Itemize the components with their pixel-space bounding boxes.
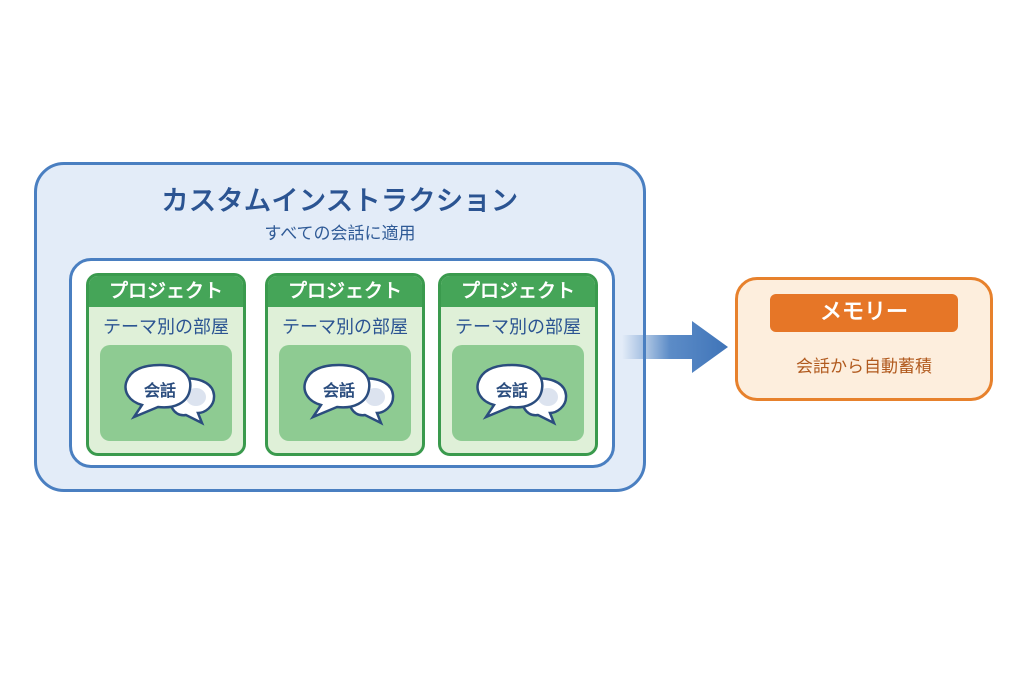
project-room: 会話 (279, 345, 411, 441)
arrow-right-icon (622, 319, 730, 375)
project-header: プロジェクト (268, 276, 422, 307)
memory-box: メモリー 会話から自動蓄積 (735, 277, 993, 401)
project-header: プロジェクト (441, 276, 595, 307)
project-subtitle: テーマ別の部屋 (455, 317, 581, 338)
chat-label: 会話 (322, 381, 355, 400)
custom-instruction-box: カスタムインストラクション すべての会話に適用 プロジェクト テーマ別の部屋 会… (34, 162, 646, 492)
chat-bubbles-icon: 会話 (120, 357, 220, 437)
chat-bubbles-icon: 会話 (472, 357, 572, 437)
chat-label: 会話 (495, 381, 528, 400)
chat-label: 会話 (143, 381, 176, 400)
memory-subtitle: 会話から自動蓄積 (796, 357, 932, 377)
project-card: プロジェクト テーマ別の部屋 会話 (265, 273, 425, 456)
project-card: プロジェクト テーマ別の部屋 会話 (86, 273, 246, 456)
memory-title: メモリー (770, 294, 958, 332)
project-room: 会話 (452, 345, 584, 441)
project-card: プロジェクト テーマ別の部屋 会話 (438, 273, 598, 456)
chat-bubbles-icon: 会話 (299, 357, 399, 437)
project-header: プロジェクト (89, 276, 243, 307)
project-subtitle: テーマ別の部屋 (282, 317, 408, 338)
project-room: 会話 (100, 345, 232, 441)
projects-container: プロジェクト テーマ別の部屋 会話 プロジェクト テーマ別の部屋 (69, 258, 615, 468)
project-subtitle: テーマ別の部屋 (103, 317, 229, 338)
custom-instruction-title: カスタムインストラクション (161, 186, 519, 217)
custom-instruction-subtitle: すべての会話に適用 (264, 224, 416, 244)
